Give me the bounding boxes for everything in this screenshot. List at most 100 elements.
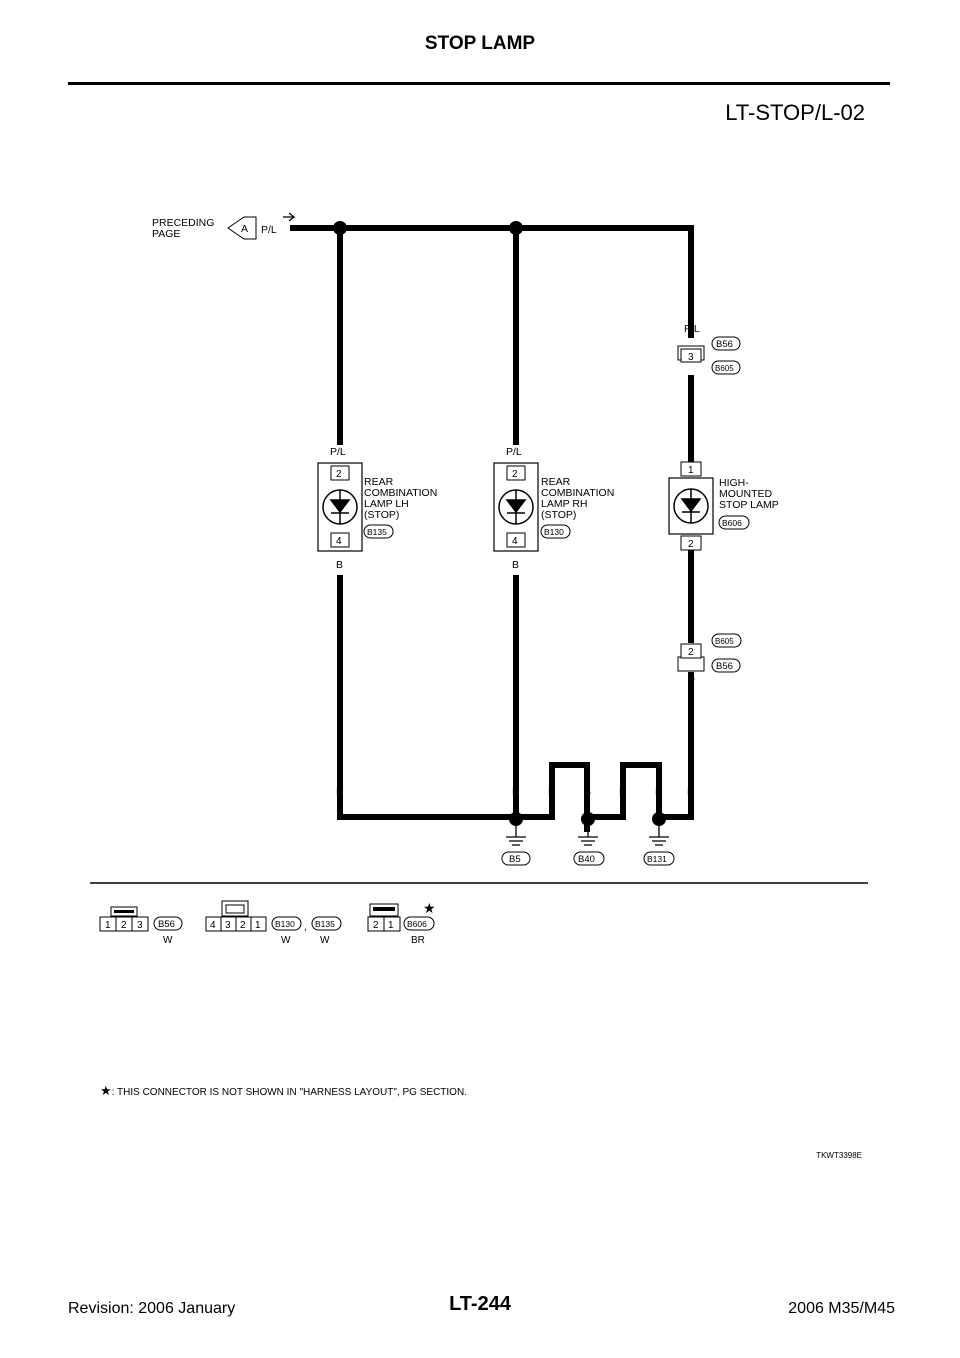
- footnote: ★: THIS CONNECTOR IS NOT SHOWN IN "HARNE…: [100, 1083, 467, 1099]
- ground-splice: [509, 812, 523, 826]
- pin-cell: [506, 532, 526, 548]
- cv-pin: 2: [121, 920, 127, 931]
- lamp-high-mounted[interactable]: 1 2 HIGH- MOUNTED STOP LAMP B606: [668, 461, 779, 551]
- lamp-rh-pin-bottom: 4: [512, 536, 518, 547]
- cv-color: BR: [411, 935, 425, 946]
- connector-id-badge: [271, 916, 302, 931]
- lamp-rh-name-1: REAR: [541, 476, 571, 488]
- lower-conn-top: B605: [715, 637, 734, 646]
- ground-b5[interactable]: B5: [501, 826, 531, 866]
- cv-id: B606: [407, 919, 427, 929]
- cv-pin: 1: [105, 920, 111, 931]
- gw-label: B: [512, 786, 519, 798]
- connector-cell: [680, 348, 702, 363]
- preceding-page-connector[interactable]: PRECEDING PAGE A P/L: [152, 212, 296, 240]
- ground-label: B40: [578, 854, 595, 865]
- page-number: LT-244: [449, 1293, 511, 1315]
- lamp-lh-name-2: COMBINATION: [364, 487, 437, 499]
- latch-icon: [373, 907, 395, 911]
- lamp-lh-conn: B135: [367, 527, 387, 537]
- jumper-b131: [587, 762, 662, 820]
- cv-pin: 2: [240, 920, 246, 931]
- connector-view-b56[interactable]: 1 2 3 B56 W: [99, 906, 183, 946]
- star-icon: ★: [423, 900, 436, 916]
- cv-id: B56: [158, 919, 175, 930]
- flow-arrow-icon: [283, 212, 296, 222]
- splice-point: [333, 221, 347, 235]
- image-code: TKWT3398E: [816, 1151, 862, 1160]
- header-rule: [68, 82, 890, 85]
- lamp-lh-name-4: (STOP): [364, 509, 399, 521]
- connector-view-b606[interactable]: 2 1 B606 ★ BR: [367, 900, 436, 946]
- connector-view-b130-b135[interactable]: 4 3 2 1 B130 , B135 W W: [205, 900, 342, 946]
- gw-label: B: [548, 786, 555, 798]
- connector-id-badge: [711, 658, 741, 673]
- source-wire-color: P/L: [261, 224, 277, 236]
- diode-icon: [329, 490, 351, 524]
- ground-id-badge: [501, 851, 531, 866]
- arrow-tag-label: A: [241, 223, 248, 235]
- connector-body: [677, 656, 705, 672]
- top-bus-wire: [290, 225, 694, 338]
- ground-icon: [649, 826, 669, 846]
- latch-icon: [114, 910, 134, 913]
- cv-color: W: [320, 935, 330, 946]
- ground-splice: [581, 812, 595, 826]
- lamp-lh[interactable]: P/L 2 4 B REAR COMBINATION LAMP LH (STOP…: [317, 446, 437, 571]
- cv-separator: ,: [304, 922, 307, 933]
- diode-icon: [680, 489, 702, 523]
- star-icon: ★: [100, 1083, 112, 1098]
- ground-id-badge: [573, 851, 605, 866]
- connector-id-badge: [711, 336, 741, 351]
- lamp-lh-wire-bottom: B: [336, 559, 343, 571]
- hm-conn: B606: [722, 518, 742, 528]
- hm-pin-bottom: 2: [688, 539, 694, 550]
- diagram-id: LT-STOP/L-02: [725, 100, 865, 125]
- lh-ground-wire: [337, 575, 514, 820]
- cv-color: W: [163, 935, 173, 946]
- pin-cell: [680, 535, 702, 551]
- lamp-lh-pin-bottom: 4: [336, 536, 342, 547]
- splice-point: [509, 221, 523, 235]
- connector-id-badge: [718, 515, 750, 530]
- lamp-rh-name-2: COMBINATION: [541, 487, 614, 499]
- lamp-lh-name-1: REAR: [364, 476, 394, 488]
- upper-conn-bottom: B605: [715, 364, 734, 373]
- ground-b40[interactable]: B40: [573, 826, 605, 866]
- cv-pin: 3: [225, 920, 231, 931]
- upper-pin: 3: [688, 352, 694, 363]
- cv-pin: 1: [388, 920, 394, 931]
- model-year: 2006 M35/M45: [788, 1300, 895, 1317]
- preceding-label-2: PAGE: [152, 228, 180, 240]
- connector-id-badge: [540, 524, 571, 539]
- upper-wire-color: P/L: [684, 323, 700, 335]
- pin-cell: [680, 461, 702, 477]
- revision-date: Revision: 2006 January: [68, 1300, 236, 1317]
- connector-id-badge: [711, 633, 742, 648]
- connector-id-badge: [711, 360, 741, 375]
- connector-cell: [680, 643, 702, 659]
- page-title: STOP LAMP: [424, 33, 536, 54]
- gw-label: B: [619, 786, 626, 798]
- lamp-rh-name-3: LAMP RH: [541, 498, 588, 510]
- jumper-b40: [516, 762, 590, 820]
- ground-label: B131: [647, 854, 667, 864]
- arrow-tag-icon: [227, 216, 257, 240]
- ground-b131[interactable]: B131: [643, 826, 675, 866]
- lower-wire-color: B: [688, 672, 695, 684]
- lower-conn-bottom: B56: [716, 661, 733, 672]
- cv-color: W: [281, 935, 291, 946]
- connector-id-badge: [153, 916, 183, 931]
- latch-icon: [225, 904, 245, 914]
- cv-id: B130: [275, 919, 295, 929]
- lamp-rh[interactable]: P/L 2 4 B REAR COMBINATION LAMP RH (STOP…: [493, 446, 614, 571]
- inline-connector-lower[interactable]: B605 2 B56 B: [677, 633, 742, 684]
- pin-cell: [330, 465, 350, 481]
- connector-id-badge: [311, 916, 342, 931]
- lamp-rh-conn: B130: [544, 527, 564, 537]
- cv-pin: 4: [210, 920, 216, 931]
- lamp-rh-wire-top: P/L: [506, 446, 522, 458]
- inline-connector-upper[interactable]: P/L 3 B56 B605: [677, 323, 741, 375]
- preceding-label-1: PRECEDING: [152, 217, 214, 229]
